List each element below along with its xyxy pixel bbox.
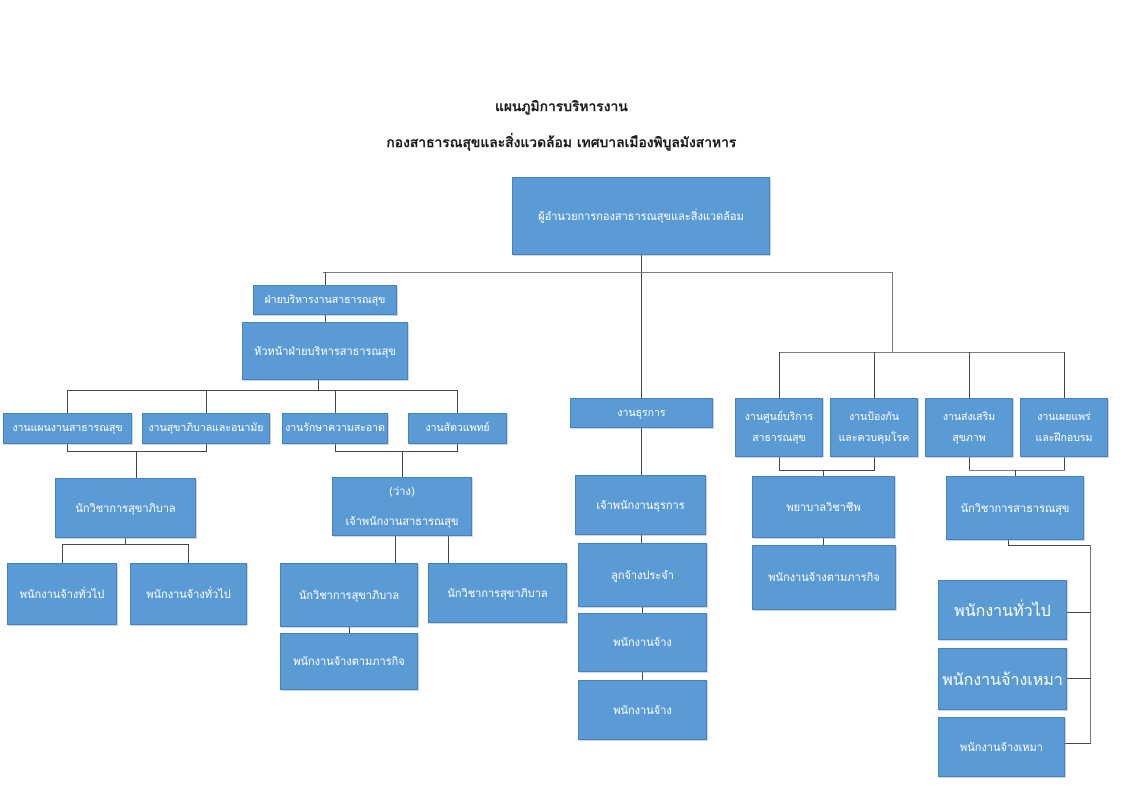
connector-line [642,607,643,613]
node-sanitation-officer-c: นักวิชาการสุขาภิบาล [428,563,567,623]
connector-line [67,390,457,391]
node-vacant-officer: (ว่าง) เจ้าพนักงานสาธารณสุข [332,477,472,536]
connector-line [323,272,892,273]
node-health-center-work: งานศูนย์บริการ สาธารณสุข [735,398,823,457]
connector-line [335,390,336,413]
node-clerical-officer: เจ้าพนักงานธุรการ [575,475,706,535]
node-sanitation-work: งานสุขาภิบาลและอนามัย [142,413,270,444]
connector-line [206,444,207,451]
connector-line [457,390,458,413]
connector-line [823,470,824,476]
connector-line [325,315,326,322]
connector-line [641,428,642,475]
node-public-health-officer: นักวิชาการสาธารณสุข [946,476,1084,540]
connector-line [1064,352,1065,398]
connector-line [1090,545,1091,743]
node-general-worker: พนักงานทั่วไป [938,580,1067,640]
connector-line [1008,540,1009,545]
connector-line [641,535,642,543]
node-general-emp-2: พนักงานจ้างทั่วไป [130,563,247,625]
connector-line [188,544,189,563]
connector-line [969,457,970,470]
node-hired-emp-2: พนักงานจ้าง [578,680,707,740]
page-title: แผนภูมิการบริหารงาน [495,99,628,115]
connector-line [457,444,458,451]
connector-line [206,390,207,413]
node-hired-emp-1: พนักงานจ้าง [578,613,707,672]
node-disease-control-work: งานป้องกัน และควบคุมโรค [830,398,918,457]
connector-line [349,627,350,633]
connector-line [779,470,875,471]
connector-line [641,255,642,398]
node-plan-work: งานแผนงานสาธารณสุข [3,413,132,444]
connector-line [779,352,780,398]
node-contract-emp-2: พนักงานจ้างเหมา [938,717,1065,777]
connector-line [874,352,875,398]
node-contract-emp-1: พนักงานจ้างเหมา [938,648,1067,710]
page-subtitle: กองสาธารณสุขและสิ่งแวดล้อม เทศบาลเมืองพิ… [386,135,737,151]
connector-line [1064,457,1065,470]
connector-line [67,451,207,452]
connector-line [402,451,403,477]
connector-line [335,451,458,452]
node-sanitation-officer-b: นักวิชาการสุขาภิบาล [280,563,418,627]
node-mission-emp-left: พนักงานจ้างตามภารกิจ [280,633,418,690]
node-vet-work: งานสัตวแพทย์ [408,413,507,444]
connector-line [874,457,875,470]
connector-line [642,672,643,680]
connector-line [125,538,126,544]
connector-line [318,380,319,390]
connector-line [892,272,893,352]
connector-line [1015,470,1016,476]
connector-line [62,544,63,563]
connector-line [67,390,68,413]
connector-line [1008,545,1091,546]
connector-line [448,536,449,563]
node-nurse: พยาบาลวิชาชีพ [752,476,895,538]
node-training-work: งานเผยแพร่ และฝึกอบรม [1020,398,1108,457]
connector-line [62,544,189,545]
node-director: ผู้อำนวยการกองสาธารณสุขและสิ่งแวดล้อม [512,177,770,255]
connector-line [1067,678,1091,679]
node-admin-section: ฝ่ายบริหารงานสาธารณสุข [253,285,397,315]
node-sanitation-officer-a: นักวิชาการสุขาภิบาล [55,478,196,538]
connector-line [136,451,137,478]
node-mission-emp-right: พนักงานจ้างตามภารกิจ [752,545,896,610]
connector-line [1067,612,1091,613]
connector-line [969,352,970,398]
connector-line [969,470,1065,471]
node-cleaning-work: งานรักษาความสะอาด [282,413,388,444]
node-permanent-emp: ลูกจ้างประจำ [578,543,707,607]
node-admin-head: หัวหน้าฝ่ายบริหารสาธารณสุข [242,322,408,380]
connector-line [395,536,396,563]
connector-line [779,457,780,470]
node-general-emp-1: พนักงานจ้างทั่วไป [7,563,117,625]
connector-line [823,538,824,545]
connector-line [1065,743,1091,744]
connector-line [67,444,68,451]
connector-line [779,352,1065,353]
node-health-promotion-work: งานส่งเสริม สุขภาพ [925,398,1013,457]
node-clerical-work: งานธุรการ [570,398,713,428]
connector-line [335,444,336,451]
connector-line [325,272,326,285]
